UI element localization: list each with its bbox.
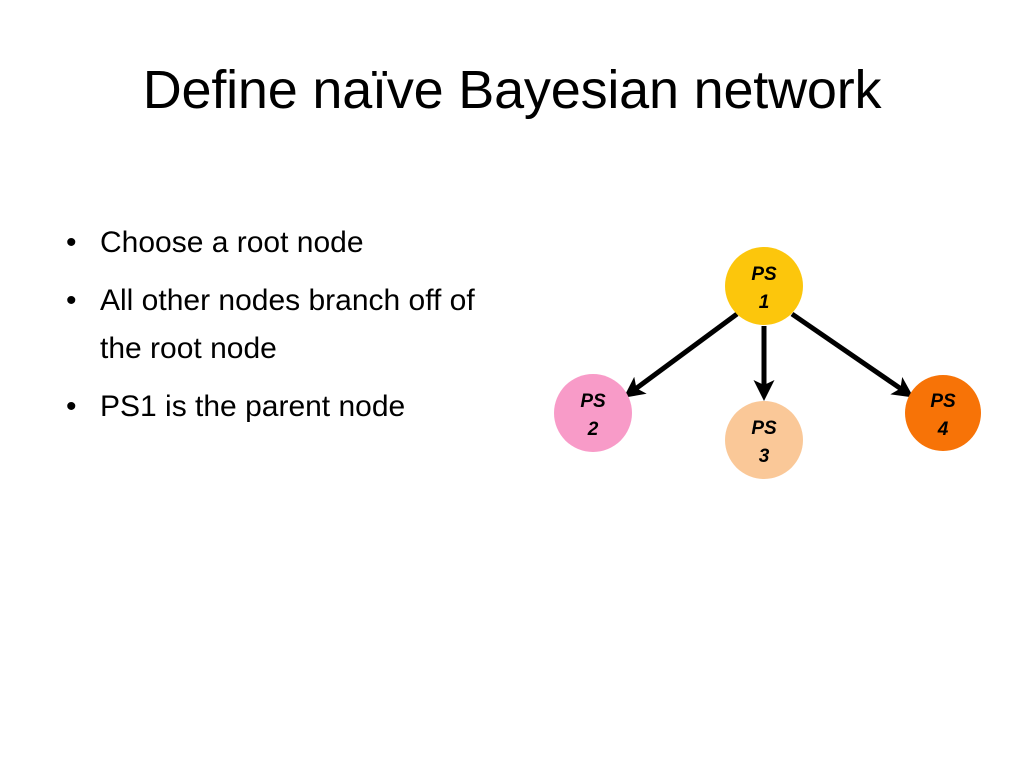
bullet-list: • Choose a root node • All other nodes b… [58, 219, 498, 441]
list-item: • All other nodes branch off of the root… [58, 277, 498, 373]
edge-ps1-ps2 [623, 311, 739, 398]
node-ps4[interactable]: PS 4 [905, 375, 981, 451]
node-ps1-label-line2: 1 [759, 292, 770, 313]
bullet-marker-icon: • [66, 284, 77, 317]
list-item: • PS1 is the parent node [58, 383, 498, 431]
node-ps2-label-line1: PS [580, 391, 606, 412]
page-title: Define naïve Bayesian network [142, 60, 882, 120]
bullet-marker-icon: • [66, 390, 77, 423]
node-ps4-label-line2: 4 [937, 419, 949, 440]
node-ps4-label-line1: PS [930, 391, 956, 412]
diagram-nodes: PS 1 PS 2 PS 3 PS 4 [554, 247, 981, 479]
node-ps2[interactable]: PS 2 [554, 374, 632, 452]
list-item-label: PS1 is the parent node [100, 390, 406, 423]
list-item-label: Choose a root node [100, 226, 364, 259]
node-ps2-label-line2: 2 [587, 419, 599, 440]
node-ps1-circle[interactable] [725, 247, 803, 325]
list-item-label: All other nodes branch off of the root n… [100, 284, 475, 365]
bullet-marker-icon: • [66, 226, 77, 259]
edge-ps1-ps4 [790, 311, 914, 398]
node-ps3[interactable]: PS 3 [725, 401, 803, 479]
diagram-edges [623, 311, 914, 402]
node-ps4-circle[interactable] [905, 375, 981, 451]
node-ps1[interactable]: PS 1 [725, 247, 803, 325]
node-ps3-label-line2: 3 [759, 446, 770, 467]
list-item: • Choose a root node [58, 219, 498, 267]
node-ps1-label-line1: PS [751, 264, 777, 285]
node-ps2-circle[interactable] [554, 374, 632, 452]
bayesian-network-diagram: PS 1 PS 2 PS 3 PS 4 [520, 230, 1020, 500]
node-ps3-label-line1: PS [751, 418, 777, 439]
node-ps3-circle[interactable] [725, 401, 803, 479]
